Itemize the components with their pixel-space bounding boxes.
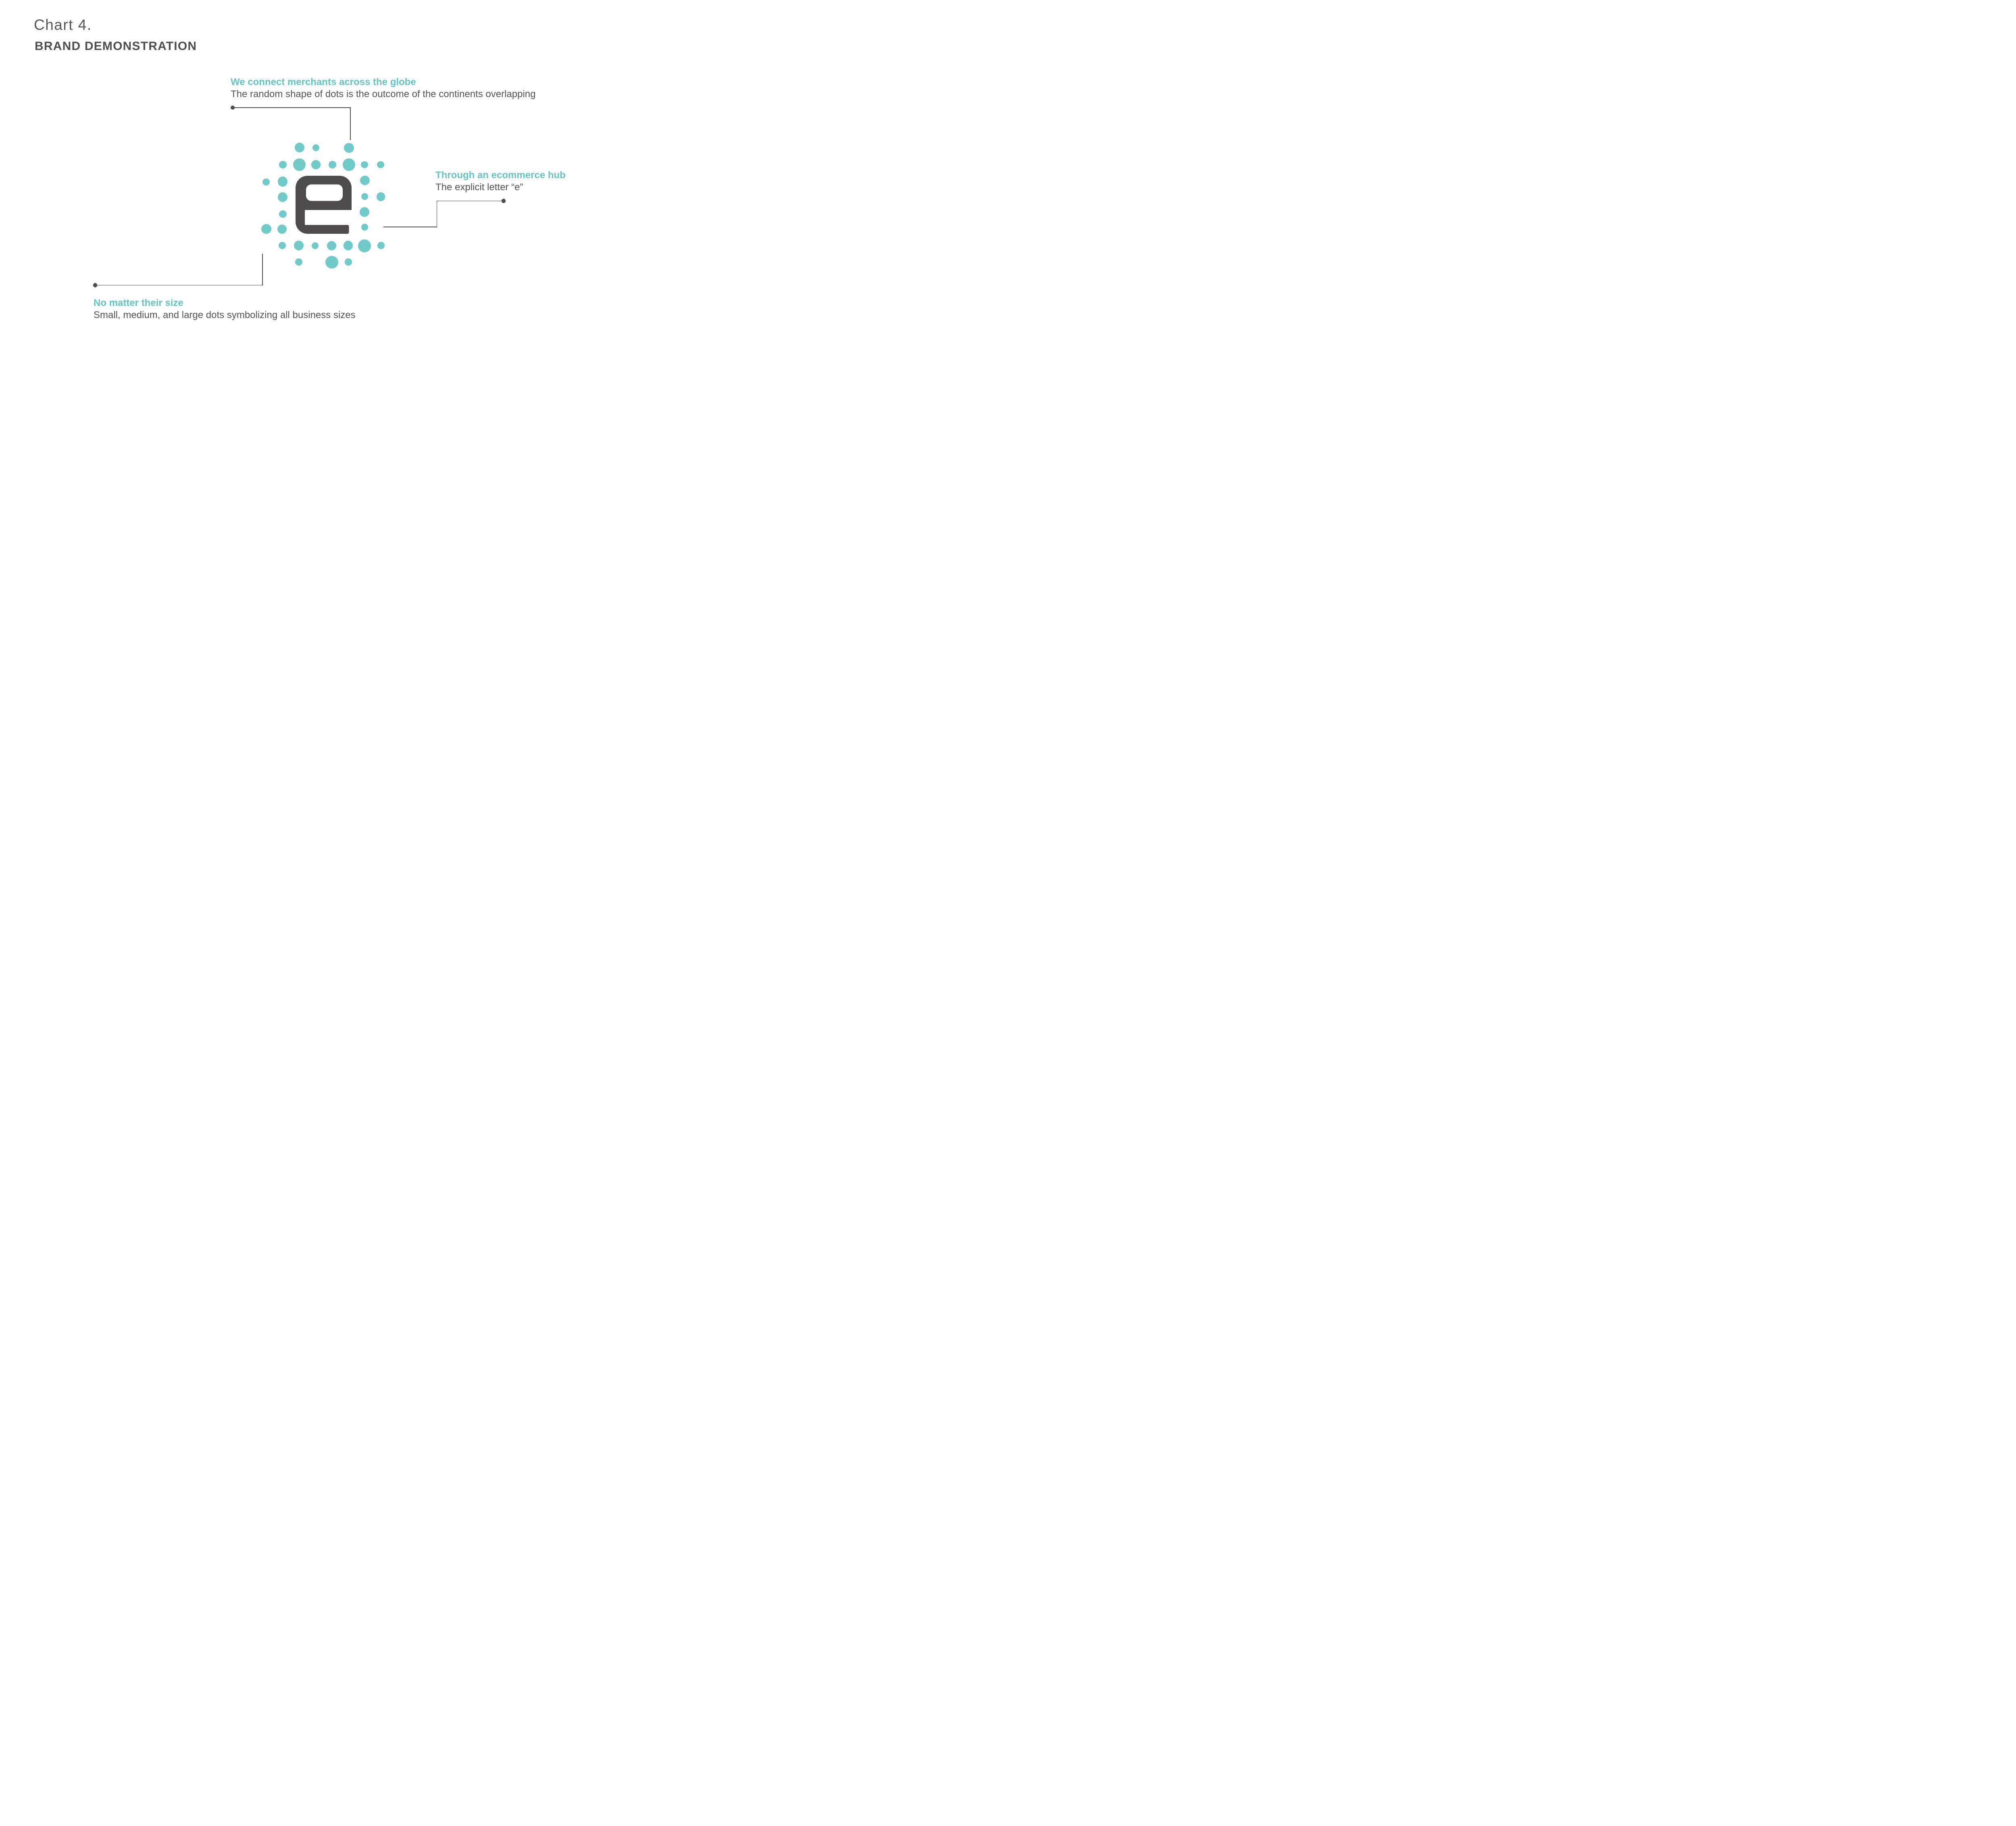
- logo-dot: [342, 158, 356, 171]
- logo-dot: [293, 158, 306, 171]
- logo-dot: [361, 161, 368, 168]
- annotation-hub: Through an ecommerce hub The explicit le…: [435, 169, 566, 193]
- logo-dot: [311, 160, 321, 169]
- connector-endpoint-dot: [93, 283, 98, 287]
- logo-dot: [279, 210, 287, 218]
- logo-dot: [360, 207, 370, 217]
- annotation-globe: We connect merchants across the globe Th…: [231, 76, 535, 100]
- logo-dot: [262, 178, 270, 186]
- logo-dot: [311, 242, 319, 250]
- logo-dot: [278, 192, 288, 202]
- logo-dot: [278, 177, 288, 187]
- logo-dot: [294, 142, 304, 153]
- logo-dot: [261, 224, 271, 234]
- logo-dot: [343, 241, 353, 251]
- logo-dot: [278, 242, 286, 250]
- logo-dot: [358, 239, 371, 252]
- logo-dot: [361, 193, 368, 200]
- logo-dot: [327, 241, 337, 250]
- logo-dot: [295, 258, 303, 266]
- logo-dot: [294, 241, 304, 251]
- logo-dot: [312, 144, 319, 151]
- logo-dot: [360, 175, 370, 185]
- annotation-globe-body: The random shape of dots is the outcome …: [231, 89, 536, 100]
- annotation-size: No matter their size Small, medium, and …: [94, 297, 356, 321]
- page-title: BRAND DEMONSTRATION: [35, 40, 197, 53]
- annotation-globe-heading: We connect merchants across the globe: [231, 77, 416, 87]
- logo-dot: [344, 143, 354, 153]
- logo-dot: [376, 192, 385, 201]
- chart-number-label: Chart 4.: [34, 17, 92, 33]
- logo-dot: [329, 161, 336, 168]
- logo-dot: [345, 258, 352, 266]
- annotation-size-heading: No matter their size: [94, 297, 183, 308]
- logo-letter-e: [296, 176, 352, 234]
- logo-dot: [377, 242, 385, 249]
- logo-dot: [279, 161, 287, 168]
- connector-line: [233, 107, 351, 108]
- slide-canvas: Chart 4. BRAND DEMONSTRATION We connect …: [0, 0, 642, 365]
- annotation-hub-heading: Through an ecommerce hub: [435, 170, 566, 181]
- annotation-size-body: Small, medium, and large dots symbolizin…: [94, 310, 356, 320]
- connector-endpoint-dot: [501, 199, 506, 203]
- logo-dot: [361, 223, 368, 231]
- logo-dot: [277, 224, 287, 234]
- annotation-hub-body: The explicit letter “e”: [435, 182, 523, 193]
- logo-dot: [325, 256, 338, 269]
- logo-dot: [377, 161, 384, 168]
